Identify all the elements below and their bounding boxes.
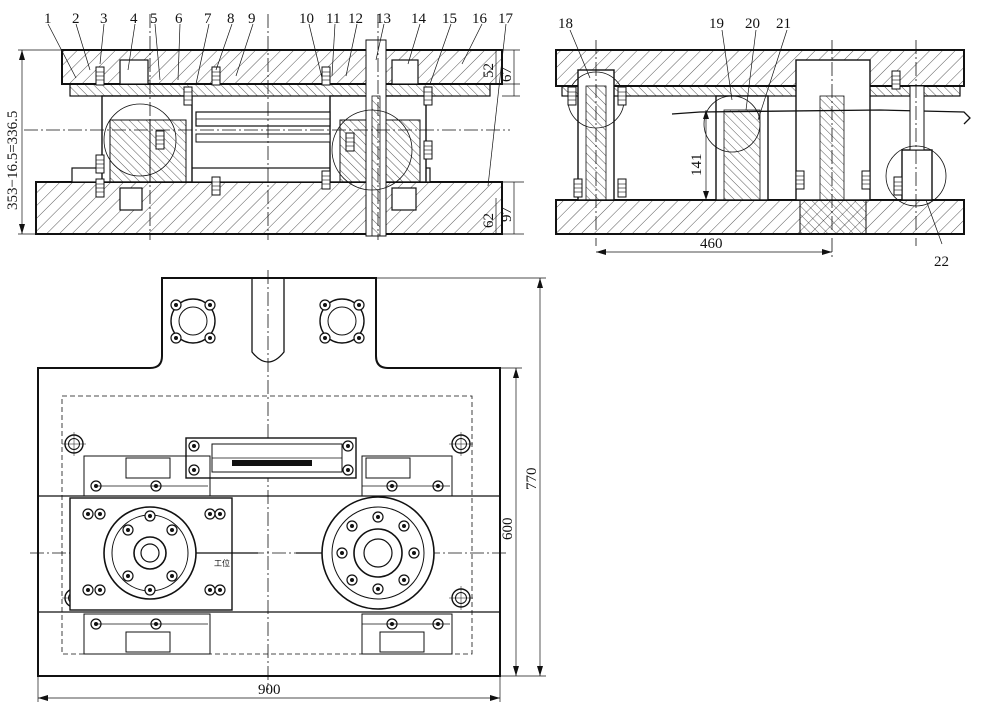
- dim-top-plate-b: 67: [499, 67, 515, 83]
- part-label-15: 15: [442, 11, 457, 27]
- side-lower-plate: [555, 199, 965, 235]
- dim-total-height: 353−16.5=336.5: [5, 111, 21, 210]
- part-label-19: 19: [709, 16, 724, 32]
- part-label-18: 18: [558, 16, 573, 32]
- part-label-20: 20: [745, 16, 760, 32]
- side-view: 141 460 18 19 20 21 22: [555, 16, 971, 270]
- plan-view: 工位 600 770: [30, 270, 546, 702]
- dim-base-b: 97: [499, 207, 515, 223]
- part-label-6: 6: [175, 11, 183, 27]
- part-label-16: 16: [472, 11, 488, 27]
- front-lower-plate: [35, 181, 503, 235]
- dim-plan-height-inner: 600: [500, 518, 516, 541]
- right-die: [321, 496, 435, 610]
- part-label-8: 8: [227, 11, 235, 27]
- dim-top-plate-a: 52: [481, 63, 497, 78]
- part-label-5: 5: [150, 11, 158, 27]
- part-label-10: 10: [299, 11, 314, 27]
- part-label-17: 17: [498, 11, 514, 27]
- part-label-13: 13: [376, 11, 391, 27]
- dim-plan-width: 900: [258, 682, 281, 698]
- dim-side-height: 141: [689, 154, 705, 177]
- dim-plan-height-outer: 770: [524, 468, 540, 491]
- part-label-1: 1: [44, 11, 52, 27]
- part-label-22: 22: [934, 254, 949, 270]
- part-label-4: 4: [130, 11, 138, 27]
- guide-post-left: [170, 298, 216, 344]
- part-label-7: 7: [204, 11, 212, 27]
- guide-post-right: [319, 298, 365, 344]
- station-tag: 工位: [214, 558, 230, 568]
- side-upper-plate: [555, 49, 965, 87]
- left-die: [103, 506, 197, 600]
- part-label-12: 12: [348, 11, 363, 27]
- front-view: 353−16.5=336.5 52 67 62 97: [5, 11, 524, 240]
- part-label-21: 21: [776, 16, 791, 32]
- part-label-3: 3: [100, 11, 108, 27]
- part-label-9: 9: [248, 11, 256, 27]
- part-label-2: 2: [72, 11, 80, 27]
- dim-side-width: 460: [700, 236, 723, 252]
- part-label-11: 11: [326, 11, 340, 27]
- dim-base-a: 62: [481, 213, 497, 228]
- part-label-14: 14: [411, 11, 427, 27]
